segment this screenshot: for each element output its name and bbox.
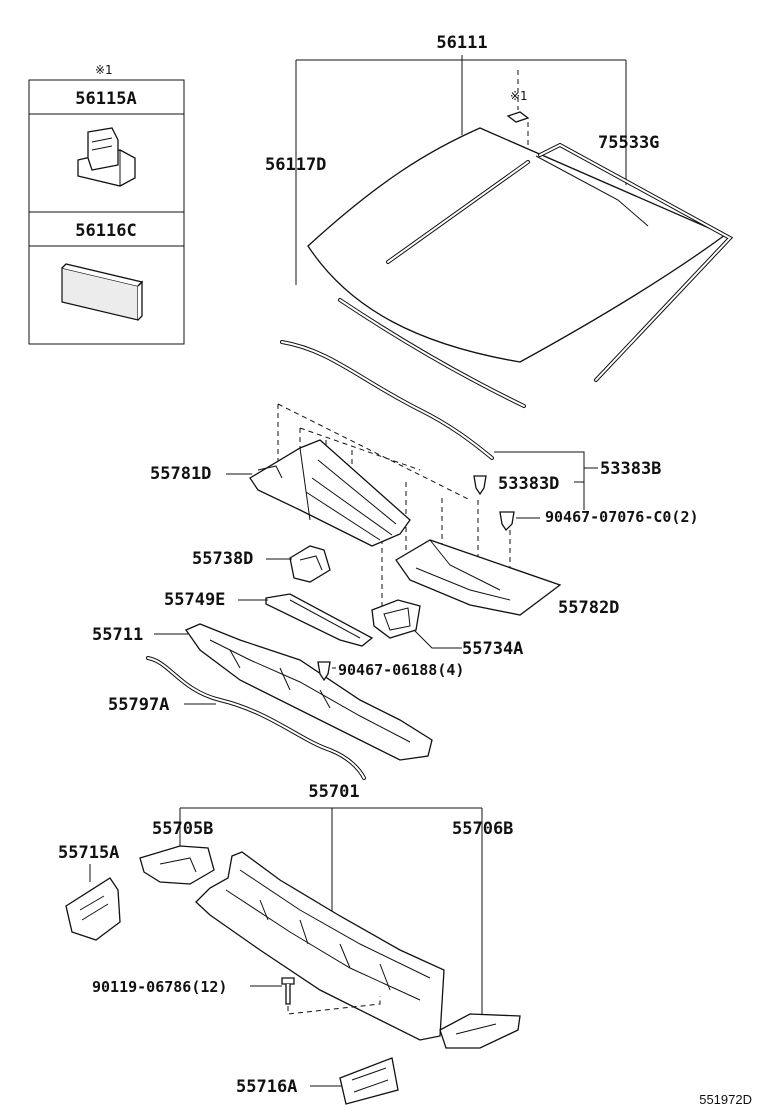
legend-box: ※1 56115A 56116C: [28, 63, 185, 345]
clip-90467-06188-icon: [317, 661, 331, 682]
clip-56115A-illustration: [77, 127, 136, 187]
label-55706B[interactable]: 55706B: [452, 819, 513, 839]
label-55781D[interactable]: 55781D: [150, 464, 211, 484]
label-90119-06786[interactable]: 90119-06786(12): [92, 978, 227, 996]
cowl-louver-left-55781D: [249, 439, 411, 547]
bracket-55716A: [339, 1057, 399, 1105]
bracket-55738D: [289, 545, 331, 583]
clip-53383D-icon: [473, 475, 487, 496]
label-55734A[interactable]: 55734A: [462, 639, 523, 659]
label-55711[interactable]: 55711: [92, 625, 143, 645]
legend-note-mark: ※1: [95, 63, 113, 77]
pad-56116C-illustration: [61, 263, 144, 321]
label-53383B[interactable]: 53383B: [600, 459, 661, 479]
label-53383D[interactable]: 53383D: [498, 474, 559, 494]
label-55738D[interactable]: 55738D: [192, 549, 253, 569]
label-55715A[interactable]: 55715A: [58, 843, 119, 863]
label-90467-07076[interactable]: 90467-07076-C0(2): [545, 508, 699, 526]
legend-part-56115A[interactable]: 56115A: [75, 89, 136, 109]
label-55716A[interactable]: 55716A: [236, 1077, 297, 1097]
glass-note-mark: ※1: [510, 89, 528, 103]
label-55797A[interactable]: 55797A: [108, 695, 169, 715]
weatherstrip-75533G: [538, 142, 734, 382]
cowl-louver-right-55782D: [395, 539, 562, 616]
clip-90467-07076-icon: [499, 511, 515, 532]
side-bracket-55706B: [439, 1013, 521, 1049]
label-55701[interactable]: 55701: [308, 782, 359, 802]
bracket-55705B: [139, 845, 215, 885]
label-90467-06188[interactable]: 90467-06188(4): [338, 661, 464, 679]
label-55749E[interactable]: 55749E: [164, 590, 225, 610]
cover-55734A: [371, 599, 421, 639]
label-55705B[interactable]: 55705B: [152, 819, 213, 839]
seal-strip-55749E: [265, 593, 374, 647]
glass-clip-icon: [506, 111, 530, 123]
legend-part-56116C[interactable]: 56116C: [75, 221, 136, 241]
bolt-90119-06786-icon: [281, 977, 295, 1005]
cowl-seal-53383B: [280, 340, 494, 460]
label-56117D[interactable]: 56117D: [265, 155, 326, 175]
dash-panel-55701: [195, 851, 445, 1041]
label-75533G[interactable]: 75533G: [598, 133, 659, 153]
windshield-glass: [307, 127, 727, 363]
side-bracket-55715A: [65, 877, 121, 941]
diagram-code: 551972D: [699, 1092, 752, 1107]
label-55782D[interactable]: 55782D: [558, 598, 619, 618]
label-56111[interactable]: 56111: [436, 33, 487, 53]
cowl-panel-55711: [185, 623, 433, 761]
